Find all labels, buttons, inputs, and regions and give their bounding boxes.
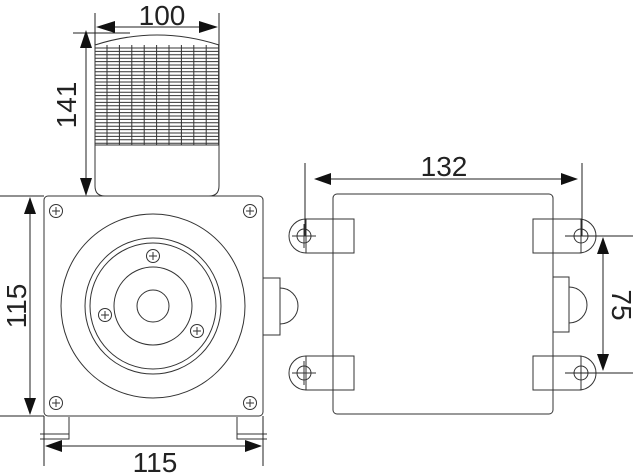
screw-icon — [49, 396, 63, 410]
dimension-beacon-height: 141 — [51, 30, 130, 196]
dimension-label: 115 — [133, 447, 178, 474]
mounting-view — [288, 193, 597, 415]
screw-icon — [98, 308, 112, 322]
dimension-label: 100 — [139, 0, 186, 31]
dimension-mount-pitch: 75 — [565, 235, 633, 374]
screw-icon — [243, 396, 257, 410]
screw-icon — [49, 204, 63, 218]
mounting-ear — [288, 218, 355, 254]
front-view — [40, 195, 299, 440]
dimension-label: 132 — [421, 151, 468, 182]
mounting-ear — [288, 355, 355, 391]
beacon-lens-grid — [95, 45, 220, 145]
dimension-label: 141 — [51, 82, 82, 129]
beacon-lamp — [94, 34, 220, 197]
screw-icon — [243, 204, 257, 218]
dimension-label: 115 — [1, 284, 32, 329]
dimension-front-width: 115 — [43, 416, 264, 474]
screw-icon — [146, 249, 160, 263]
dimension-mount-span: 132 — [304, 151, 583, 236]
dimension-beacon-width: 100 — [94, 0, 220, 45]
dimension-front-height: 115 — [0, 195, 44, 417]
screw-icon — [190, 324, 204, 338]
dimension-label: 75 — [606, 289, 633, 320]
